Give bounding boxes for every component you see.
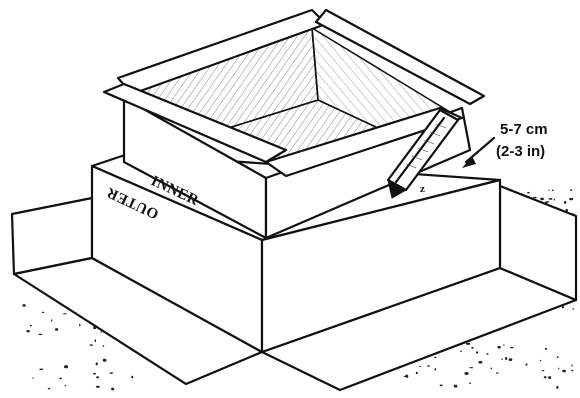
gap-metric-label: 5-7 cm: [500, 121, 548, 138]
ground-speck: [491, 368, 493, 370]
ground-speck: [570, 189, 572, 191]
ground-speck: [509, 358, 513, 361]
ground-speck: [22, 304, 25, 307]
ground-speck: [63, 313, 67, 314]
ground-speck: [96, 362, 98, 365]
ground-speck: [131, 376, 133, 379]
ground-speck: [540, 360, 541, 361]
ground-speck: [533, 197, 537, 199]
ground-speck: [103, 345, 105, 347]
ground-speck: [545, 348, 547, 350]
ground-speck: [93, 373, 96, 375]
ground-speck: [471, 347, 474, 349]
ground-speck: [501, 359, 502, 360]
ground-speck: [39, 369, 43, 371]
ground-speck: [544, 376, 547, 378]
ground-speck: [469, 383, 472, 384]
ground-speck: [558, 368, 559, 369]
ground-speck: [497, 346, 500, 349]
ground-speck: [510, 347, 513, 348]
ground-speck: [466, 343, 470, 345]
ground-speck: [64, 365, 68, 368]
ground-speck: [26, 330, 29, 332]
ground-speck: [30, 325, 32, 327]
ground-speck: [416, 372, 418, 375]
ground-speck: [95, 339, 96, 342]
ground-speck: [569, 198, 573, 200]
ground-speck: [38, 334, 42, 335]
ground-speck: [434, 357, 436, 358]
svg-text:z: z: [420, 183, 425, 195]
ground-speck: [476, 351, 478, 353]
ground-speck: [460, 351, 462, 352]
ground-speck: [96, 386, 100, 388]
ground-speck: [486, 353, 488, 355]
ground-speck: [51, 319, 52, 321]
ground-speck: [548, 376, 551, 379]
ground-speck: [557, 356, 559, 358]
ground-speck: [571, 365, 572, 367]
ground-speck: [59, 378, 62, 380]
ground-speck: [405, 375, 408, 378]
ground-speck: [65, 385, 66, 387]
ground-speck: [562, 370, 566, 373]
ground-speck: [556, 386, 558, 389]
ground-speck: [503, 344, 504, 346]
ground-speck: [541, 370, 544, 371]
ground-speck: [440, 385, 443, 387]
ground-speck: [103, 359, 107, 362]
ground-speck: [464, 372, 468, 375]
ground-speck: [571, 370, 573, 372]
ground-speck: [427, 365, 430, 366]
ground-speck: [554, 199, 555, 201]
ground-speck: [90, 344, 93, 346]
ground-speck: [496, 372, 499, 373]
ground-speck: [564, 201, 566, 204]
ground-speck: [48, 388, 51, 390]
ground-speck: [478, 361, 482, 364]
ground-speck: [109, 372, 113, 373]
ground-speck: [552, 190, 554, 192]
ground-speck: [419, 366, 421, 367]
ground-speck: [32, 378, 33, 379]
ground-speck: [540, 198, 544, 201]
ground-speck: [549, 198, 553, 200]
ground-speck: [572, 308, 574, 309]
ground-speck: [546, 201, 550, 202]
ground-speck: [111, 388, 114, 391]
ground-speck: [549, 190, 550, 191]
ground-speck: [42, 312, 45, 313]
ground-speck: [79, 324, 80, 327]
ground-speck: [526, 363, 528, 365]
ground-speck: [469, 367, 473, 368]
ground-speck: [96, 376, 99, 378]
ground-speck: [527, 192, 530, 194]
ground-speck: [435, 368, 437, 371]
gap-imperial-label: (2-3 in): [496, 143, 545, 160]
ground-speck: [505, 357, 507, 360]
ground-speck: [55, 328, 58, 331]
ground-speck: [454, 385, 458, 388]
